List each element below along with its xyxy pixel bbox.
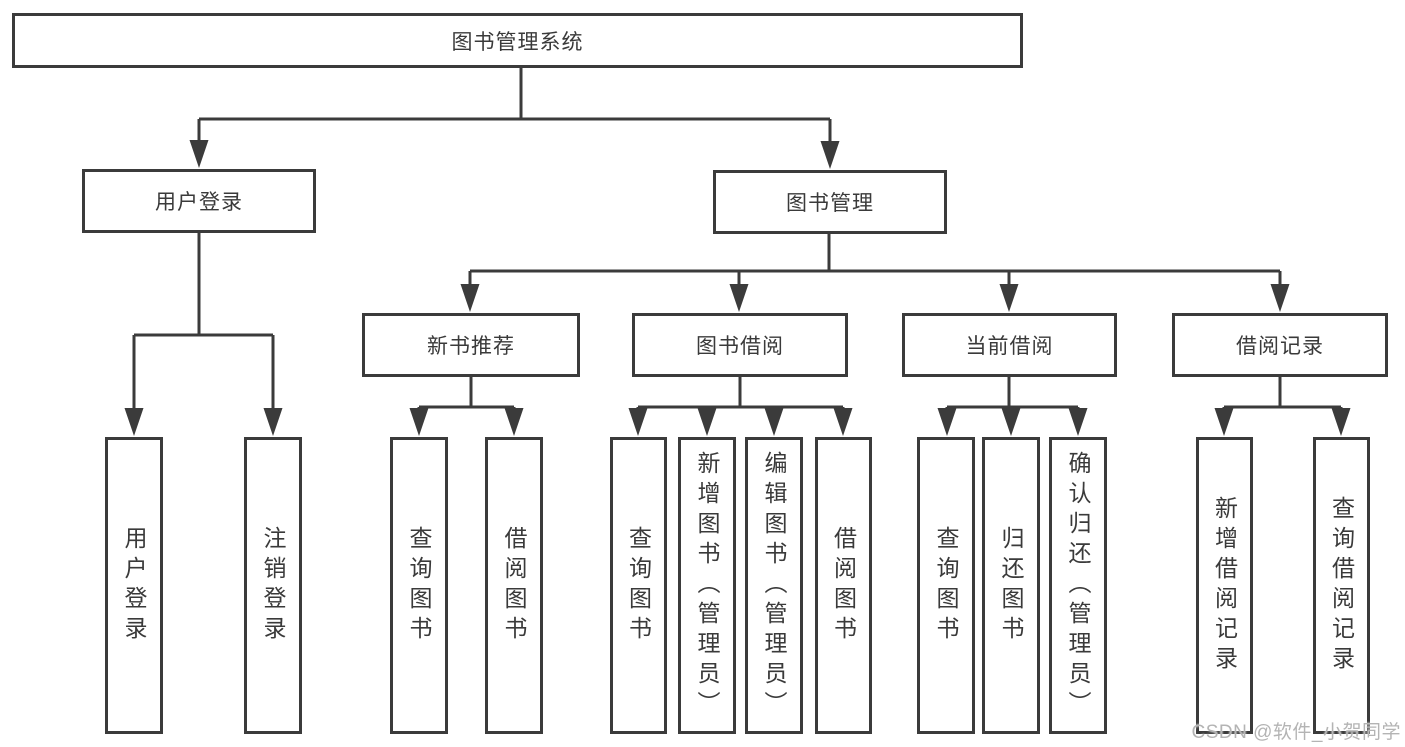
leaf-query-books-current: 查询图书	[917, 437, 975, 734]
leaf-add-borrow-record: 新增借阅记录	[1196, 437, 1253, 734]
node-book-management: 图书管理	[713, 170, 947, 234]
leaf-add-book-admin: 新增图书（管理员）	[678, 437, 736, 734]
leaf-borrow-books-recommend: 借阅图书	[485, 437, 543, 734]
leaf-return-book: 归还图书	[982, 437, 1040, 734]
leaf-query-books-borrow: 查询图书	[610, 437, 667, 734]
leaf-user-login: 用户登录	[105, 437, 163, 734]
node-current-borrow: 当前借阅	[902, 313, 1117, 377]
connector-book-borrow-children	[636, 377, 845, 414]
node-user-login: 用户登录	[82, 169, 316, 233]
leaf-confirm-return-admin: 确认归还（管理员）	[1049, 437, 1107, 734]
connector-new-book-children	[417, 377, 516, 414]
leaf-edit-book-admin: 编辑图书（管理员）	[745, 437, 803, 734]
connector-book-mgmt-children	[468, 234, 1282, 290]
node-root-library-system: 图书管理系统	[12, 13, 1023, 68]
node-borrow-records: 借阅记录	[1172, 313, 1388, 377]
leaf-query-borrow-record: 查询借阅记录	[1313, 437, 1370, 734]
connector-root-to-level2	[197, 68, 832, 145]
connector-borrow-records-children	[1222, 377, 1343, 414]
leaf-logout: 注销登录	[244, 437, 302, 734]
node-new-book-recommend: 新书推荐	[362, 313, 580, 377]
connector-user-login-children	[132, 233, 275, 412]
connector-current-borrow-children	[945, 377, 1080, 414]
node-book-borrow: 图书借阅	[632, 313, 848, 377]
leaf-query-books-recommend: 查询图书	[390, 437, 448, 734]
csdn-watermark: CSDN @软件_小贺同学	[1191, 722, 1401, 743]
leaf-borrow-books: 借阅图书	[815, 437, 872, 734]
